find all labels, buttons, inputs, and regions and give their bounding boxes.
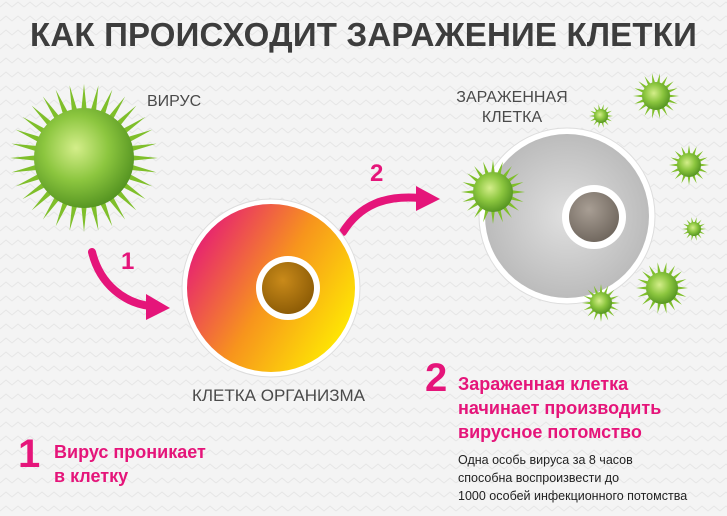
step-2-text-line1: Зараженная клетка bbox=[458, 374, 629, 394]
virus-particle-icon bbox=[582, 284, 620, 322]
arrow-step-2 bbox=[339, 193, 424, 236]
organism-cell-label: КЛЕТКА ОРГАНИЗМА bbox=[192, 386, 365, 405]
arrow-step-1 bbox=[88, 248, 154, 310]
step-2-desc-line3: 1000 особей инфекционного потомства bbox=[458, 489, 688, 503]
arrow-head-step-2 bbox=[416, 186, 440, 211]
virus-particle-icon bbox=[589, 104, 613, 128]
virus-icon bbox=[10, 84, 158, 232]
step-2-text: Зараженная клетка начинает производить в… bbox=[458, 372, 718, 444]
step-2-text-line3: вирусное потомство bbox=[458, 422, 642, 442]
page-title: КАК ПРОИСХОДИТ ЗАРАЖЕНИЕ КЛЕТКИ bbox=[29, 16, 698, 53]
virus-label: ВИРУС bbox=[147, 93, 202, 110]
organism-cell bbox=[181, 198, 361, 378]
step-2-desc-line2: способна воспроизвести до bbox=[458, 471, 620, 485]
infected-cell-label-line1: ЗАРАЖЕННАЯ bbox=[456, 89, 568, 106]
step-1-text-line2: в клетку bbox=[54, 466, 129, 486]
arrow-step-2-number: 2 bbox=[370, 160, 384, 187]
virus-particle-icon bbox=[633, 73, 679, 119]
virus-particle-icon bbox=[461, 160, 525, 224]
step-1-number: 1 bbox=[18, 432, 41, 476]
step-2-description: Одна особь вируса за 8 часов способна во… bbox=[458, 451, 723, 505]
arrow-head-step-1 bbox=[146, 294, 170, 320]
infected-cell bbox=[478, 127, 656, 305]
infected-cell-label: ЗАРАЖЕННАЯ КЛЕТКА bbox=[447, 88, 577, 128]
step-1-text: Вирус проникает в клетку bbox=[54, 440, 254, 488]
virus-particle-icon bbox=[636, 262, 688, 314]
virus-particle-icon bbox=[682, 217, 706, 241]
arrow-step-1-number: 1 bbox=[121, 248, 135, 275]
step-2-desc-line1: Одна особь вируса за 8 часов bbox=[458, 453, 633, 467]
step-2-number: 2 bbox=[425, 356, 448, 400]
virus-particle-icon bbox=[669, 145, 709, 185]
step-1-text-line1: Вирус проникает bbox=[54, 442, 206, 462]
step-2-text-line2: начинает производить bbox=[458, 398, 662, 418]
infected-cell-label-line2: КЛЕТКА bbox=[481, 109, 543, 126]
